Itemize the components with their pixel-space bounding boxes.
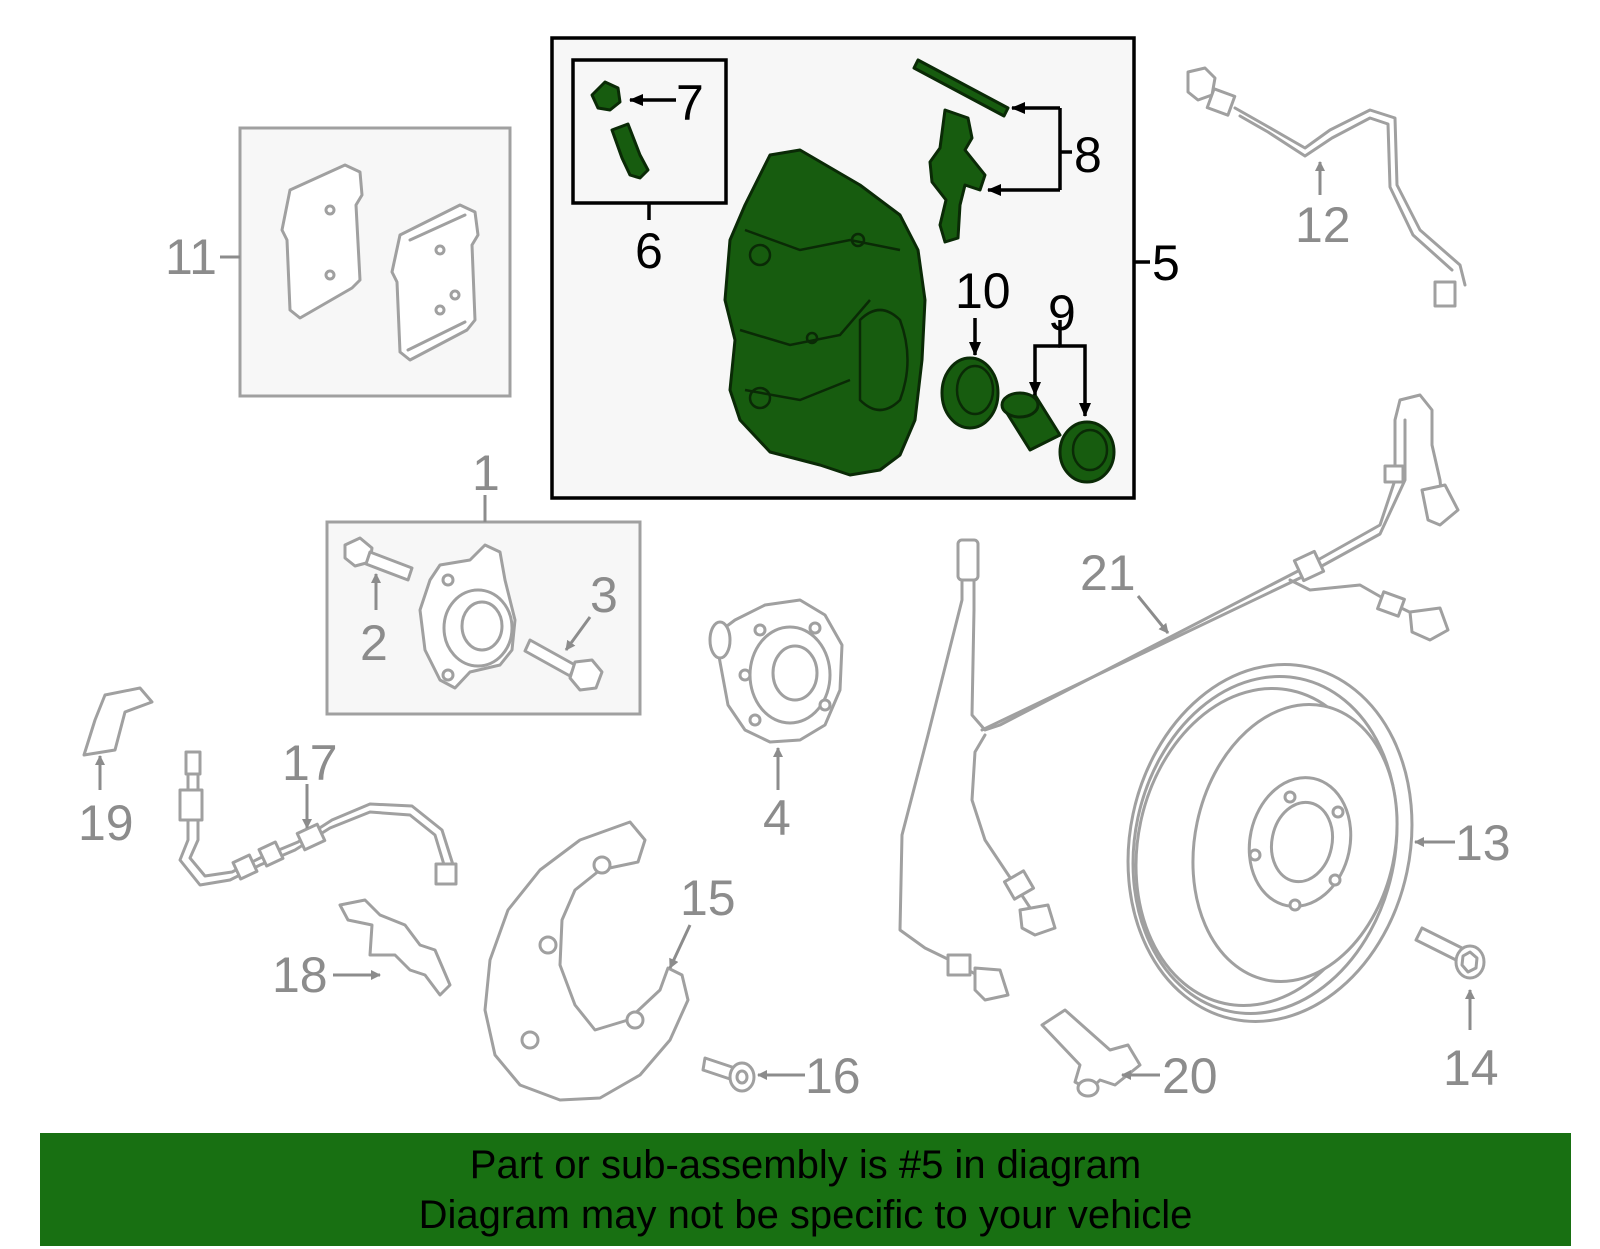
rotor-screw[interactable] bbox=[1414, 926, 1486, 980]
callout-4: 4 bbox=[763, 790, 791, 846]
callout-2: 2 bbox=[360, 615, 388, 671]
abs-sensor[interactable] bbox=[1040, 1008, 1142, 1098]
callout-12: 12 bbox=[1295, 197, 1351, 253]
wear-sensor-harness[interactable] bbox=[898, 393, 1460, 1002]
callout-21: 21 bbox=[1080, 545, 1136, 601]
bracket-19[interactable] bbox=[82, 686, 154, 757]
callout-11: 11 bbox=[165, 229, 217, 285]
shield-bolt[interactable] bbox=[701, 1056, 756, 1093]
callout-3: 3 bbox=[590, 567, 618, 623]
callout-13: 13 bbox=[1455, 815, 1511, 871]
callout-10: 10 bbox=[955, 263, 1011, 319]
callout-20: 20 bbox=[1162, 1048, 1218, 1104]
splash-shield[interactable] bbox=[483, 820, 690, 1102]
wear-sensor-upper[interactable] bbox=[1186, 66, 1467, 308]
callout-8: 8 bbox=[1074, 127, 1102, 183]
caliper-assembly-group[interactable] bbox=[550, 36, 1136, 500]
bracket-18[interactable] bbox=[338, 898, 452, 997]
banner-line-1: Part or sub-assembly is #5 in diagram bbox=[469, 1142, 1142, 1187]
callout-15: 15 bbox=[680, 870, 736, 926]
wheel-bearing-group[interactable] bbox=[325, 520, 642, 716]
callout-14: 14 bbox=[1443, 1040, 1499, 1096]
footer-banner: Part or sub-assembly is #5 in diagram Di… bbox=[40, 1133, 1571, 1246]
callout-16: 16 bbox=[805, 1048, 861, 1104]
brake-rotor[interactable] bbox=[1096, 638, 1445, 1048]
banner-line-2: Diagram may not be specific to your vehi… bbox=[418, 1192, 1193, 1237]
callout-7: 7 bbox=[676, 75, 704, 131]
brake-hose[interactable] bbox=[178, 750, 458, 887]
wheel-hub[interactable] bbox=[708, 598, 844, 744]
callout-19: 19 bbox=[78, 795, 134, 851]
callout-17: 17 bbox=[282, 735, 338, 791]
callout-9: 9 bbox=[1048, 285, 1076, 341]
parts-diagram: 11 7 6 8 10 9 5 bbox=[78, 36, 1511, 1104]
brake-pad-set-group[interactable] bbox=[238, 126, 512, 398]
callout-1: 1 bbox=[472, 445, 500, 501]
callout-6: 6 bbox=[635, 223, 663, 279]
callout-18: 18 bbox=[272, 947, 328, 1003]
callout-5: 5 bbox=[1152, 235, 1180, 291]
